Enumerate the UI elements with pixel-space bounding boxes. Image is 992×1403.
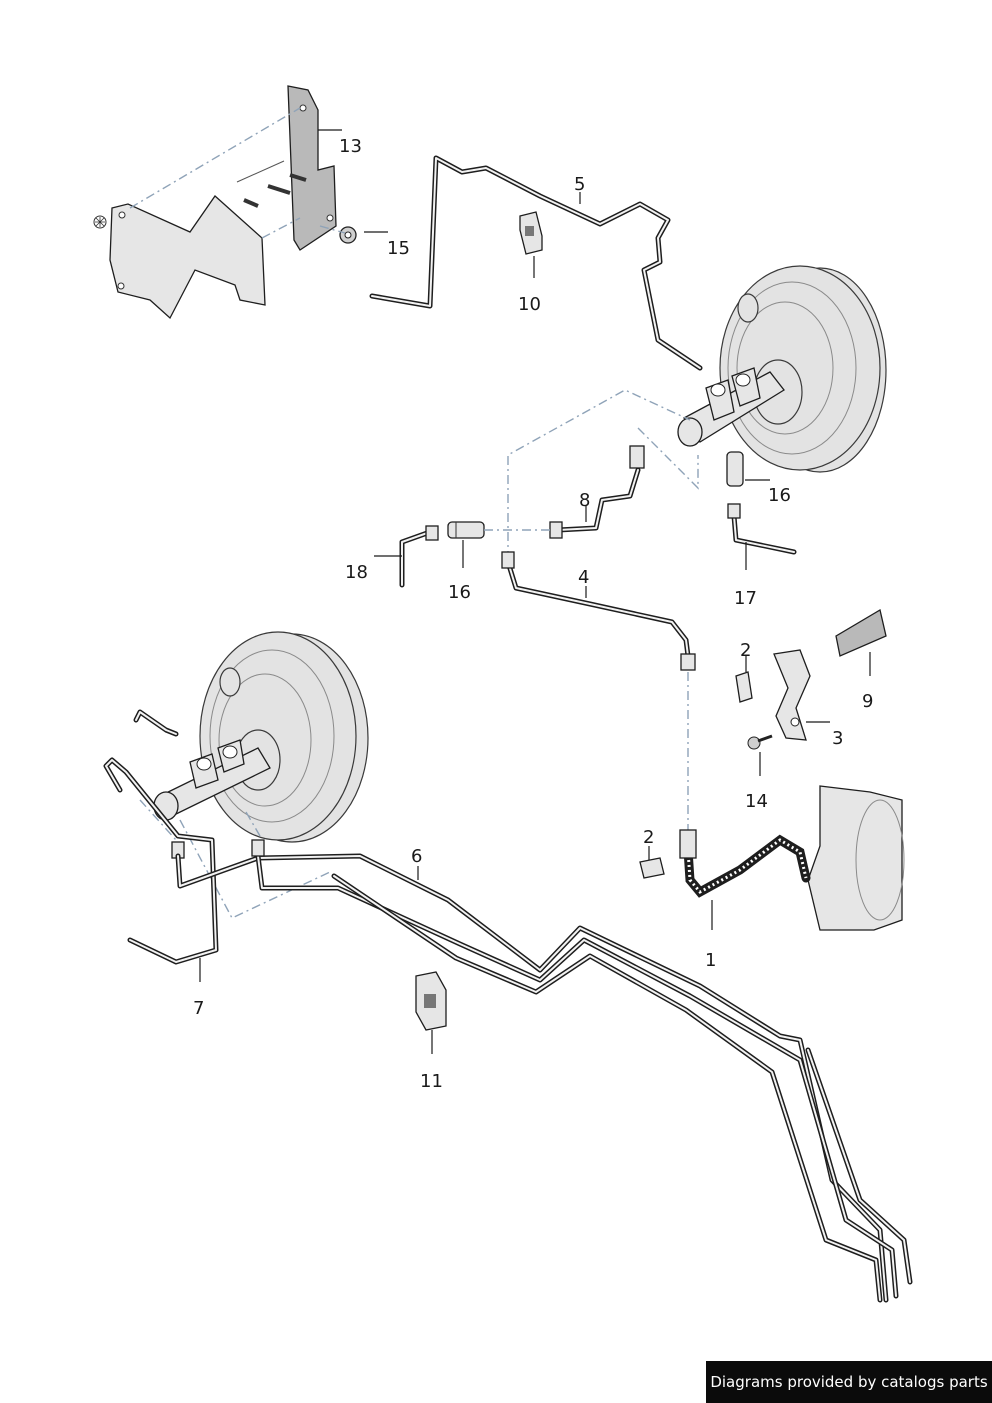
wheel-hub [807,785,905,931]
footer-credit-badge: Diagrams provided by catalogs parts [706,1361,992,1403]
callout-15: 15 [387,238,410,259]
brake-booster-upper [719,265,887,473]
callout-1: 1 [705,950,716,971]
callout-7: 7 [193,998,204,1019]
callout-18: 18 [345,562,368,583]
callout-8: 8 [579,490,590,511]
brake-line-4 [501,551,696,671]
brake-line-6 [175,839,913,1303]
washer-star-icon [93,215,107,229]
brake-line-8 [549,445,645,539]
callout-14: 14 [745,791,768,812]
callout-13: 13 [339,136,362,157]
heat-shield [109,195,266,320]
clip-10 [519,211,543,255]
callout-3: 3 [832,728,843,749]
callout-4: 4 [578,567,589,588]
callout-11: 11 [420,1071,443,1092]
footer-credit-text: Diagrams provided by catalogs parts [710,1373,988,1391]
bracket-3 [773,649,811,741]
clip-2-lower [639,857,665,879]
callout-10: 10 [518,294,541,315]
callout-6: 6 [411,846,422,867]
clip-2-upper [735,671,753,703]
callout-5: 5 [574,174,585,195]
brake-line-5 [369,155,703,371]
callout-2-lower: 2 [643,827,654,848]
master-cylinder-upper [677,367,785,447]
connector-16-left [447,521,485,539]
brake-hose-1 [679,829,811,898]
brake-booster-lower [199,631,369,843]
clip-11 [415,971,447,1031]
callout-9: 9 [862,691,873,712]
bracket-9 [835,608,887,657]
connector-16-right [726,451,744,487]
stud-bolts [236,160,307,208]
callout-17: 17 [734,588,757,609]
callout-leaders [199,129,871,1054]
brake-line-18 [399,525,439,588]
callout-labels: 13 15 5 10 16 8 18 16 17 4 2 9 3 14 2 1 … [193,136,873,1092]
callout-16-right: 16 [768,485,791,506]
brake-line-17 [727,503,797,555]
bolt-14 [747,734,773,750]
callout-16-left: 16 [448,582,471,603]
brake-line-7 [103,709,219,965]
nut-15 [339,226,357,244]
callout-2-upper: 2 [740,640,751,661]
